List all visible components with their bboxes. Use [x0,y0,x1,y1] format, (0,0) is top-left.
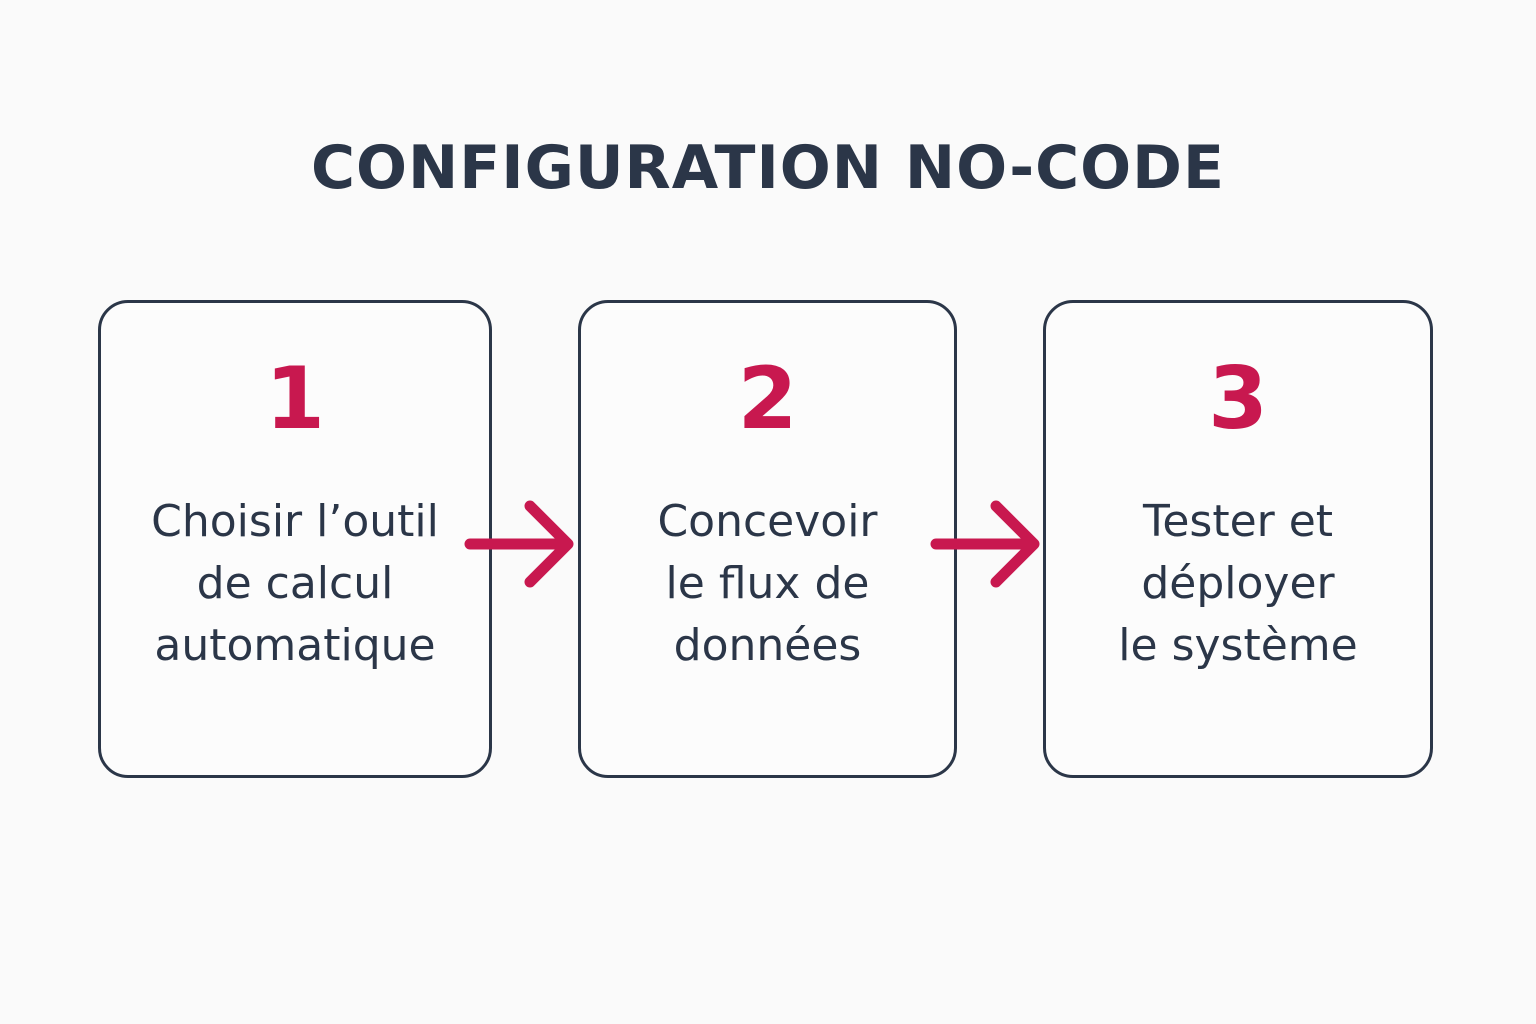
step-number: 3 [1208,349,1268,449]
arrow-right-icon [930,500,1040,588]
step-number: 2 [737,349,798,449]
arrow-right-icon [464,500,574,588]
step-number: 1 [265,349,325,449]
step-label: Concevoir le flux de données [657,496,878,671]
step-box-2: 2 Concevoir le flux de données [578,300,957,778]
step-box-3: 3 Tester et déployer le système [1043,300,1433,778]
diagram-title: CONFIGURATION NO-CODE [311,133,1225,203]
step-label: Choisir l’outil de calcul automatique [151,496,439,671]
step-box-1: 1 Choisir l’outil de calcul automatique [98,300,492,778]
step-label: Tester et déployer le système [1118,496,1358,671]
